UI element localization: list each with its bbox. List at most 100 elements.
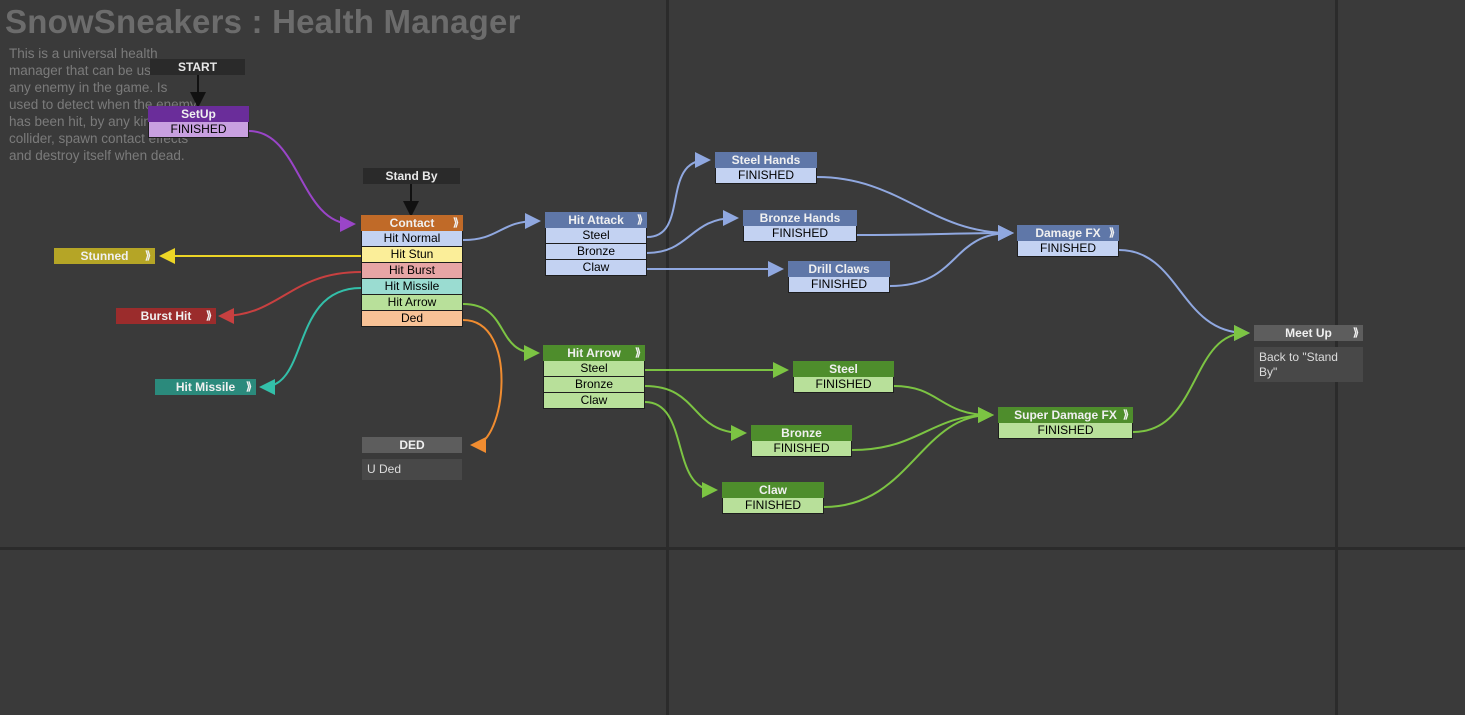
- state-burst-hit[interactable]: Burst Hit ⟫: [116, 308, 216, 324]
- state-damage-fx-title: Damage FX: [1035, 226, 1101, 240]
- state-hit-attack[interactable]: Hit Attack ⟫ Steel Bronze Claw: [545, 212, 647, 276]
- grid-line-horizontal: [0, 547, 1465, 550]
- wire-arrow-bronze: [644, 385, 747, 441]
- wire-bronze-sfx: [851, 407, 994, 451]
- state-super-damage-fx[interactable]: Super Damage FX ⟫ FINISHED: [998, 407, 1133, 439]
- wire-attack-steel: [646, 152, 711, 238]
- state-hit-missile[interactable]: Hit Missile ⟫: [155, 379, 256, 395]
- wire-steel-sfx: [893, 385, 994, 423]
- event-ded[interactable]: Ded: [361, 311, 463, 327]
- global-arrow-icon: ⟫: [205, 310, 212, 322]
- event-bronze[interactable]: Bronze: [545, 244, 647, 260]
- wire-hitburst: [218, 271, 362, 324]
- state-claw-header[interactable]: Claw: [722, 482, 824, 498]
- event-finished[interactable]: FINISHED: [788, 277, 890, 293]
- event-hit-missile[interactable]: Hit Missile: [361, 279, 463, 295]
- global-arrow-icon: ⟫: [636, 214, 643, 226]
- state-burst-hit-title: Burst Hit: [140, 309, 192, 323]
- event-hit-arrow[interactable]: Hit Arrow: [361, 295, 463, 311]
- state-hit-missile-header[interactable]: Hit Missile ⟫: [155, 379, 256, 395]
- state-meet-up-note: Back to "Stand By": [1254, 347, 1363, 382]
- state-burst-hit-header[interactable]: Burst Hit ⟫: [116, 308, 216, 324]
- event-hit-normal[interactable]: Hit Normal: [361, 231, 463, 247]
- state-hit-attack-title: Hit Attack: [568, 213, 624, 227]
- state-super-damage-fx-title: Super Damage FX: [1014, 408, 1117, 422]
- state-meet-up-header[interactable]: Meet Up ⟫: [1254, 325, 1363, 341]
- event-finished[interactable]: FINISHED: [715, 168, 817, 184]
- wire-ded: [462, 319, 503, 453]
- event-hit-stun[interactable]: Hit Stun: [361, 247, 463, 263]
- wire-hitnormal: [462, 213, 541, 241]
- state-meet-up-title: Meet Up: [1285, 326, 1332, 340]
- wire-claw-sfx: [823, 407, 994, 508]
- state-hit-attack-header[interactable]: Hit Attack ⟫: [545, 212, 647, 228]
- global-arrow-icon: ⟫: [1352, 327, 1359, 339]
- event-hit-burst[interactable]: Hit Burst: [361, 263, 463, 279]
- wire-steelhands-fx: [816, 176, 1014, 241]
- wire-arrow-claw: [644, 401, 718, 498]
- state-damage-fx-header[interactable]: Damage FX ⟫: [1017, 225, 1119, 241]
- state-drill-claws-header[interactable]: Drill Claws: [788, 261, 890, 277]
- wire-hitarrow: [462, 303, 540, 361]
- state-setup-header[interactable]: SetUp: [148, 106, 249, 122]
- state-damage-fx[interactable]: Damage FX ⟫ FINISHED: [1017, 225, 1119, 257]
- event-steel[interactable]: Steel: [543, 361, 645, 377]
- event-steel[interactable]: Steel: [545, 228, 647, 244]
- event-bronze[interactable]: Bronze: [543, 377, 645, 393]
- wire-sfx-meetup: [1132, 325, 1250, 433]
- wire-hitmissile: [259, 287, 362, 395]
- graph-description: This is a universal health manager that …: [9, 46, 197, 163]
- event-claw[interactable]: Claw: [545, 260, 647, 276]
- state-setup[interactable]: SetUp FINISHED: [148, 106, 249, 138]
- state-ded-header[interactable]: DED: [362, 437, 462, 453]
- global-arrow-icon: ⟫: [245, 381, 252, 393]
- state-stunned-title: Stunned: [80, 249, 129, 263]
- state-ded-note: U Ded: [362, 459, 462, 480]
- global-arrow-icon: ⟫: [1122, 409, 1129, 421]
- event-finished[interactable]: FINISHED: [722, 498, 824, 514]
- state-claw[interactable]: Claw FINISHED: [722, 482, 824, 514]
- state-bronze-hands-header[interactable]: Bronze Hands: [743, 210, 857, 226]
- state-contact-header[interactable]: Contact ⟫: [361, 215, 463, 231]
- wire-bronzehands-fx: [856, 225, 1014, 242]
- state-steel-hands-header[interactable]: Steel Hands: [715, 152, 817, 168]
- state-stunned-header[interactable]: Stunned ⟫: [54, 248, 155, 264]
- event-claw[interactable]: Claw: [543, 393, 645, 409]
- state-contact[interactable]: Contact ⟫ Hit Normal Hit Stun Hit Burst H…: [361, 215, 463, 327]
- event-finished[interactable]: FINISHED: [751, 441, 852, 457]
- event-finished[interactable]: FINISHED: [998, 423, 1133, 439]
- graph-title: SnowSneakers : Health Manager: [5, 3, 521, 40]
- event-finished[interactable]: FINISHED: [793, 377, 894, 393]
- state-hit-arrow-title: Hit Arrow: [567, 346, 621, 360]
- state-steel[interactable]: Steel FINISHED: [793, 361, 894, 393]
- wire-fx-meetup: [1118, 249, 1250, 341]
- state-stunned[interactable]: Stunned ⟫: [54, 248, 155, 264]
- wire-attack-bronze: [646, 210, 739, 254]
- event-finished[interactable]: FINISHED: [743, 226, 857, 242]
- state-steel-header[interactable]: Steel: [793, 361, 894, 377]
- global-arrow-icon: ⟫: [144, 250, 151, 262]
- global-transition-stand-by[interactable]: Stand By: [363, 168, 460, 184]
- global-arrow-icon: ⟫: [452, 217, 459, 229]
- global-transition-start[interactable]: START: [150, 59, 245, 75]
- state-bronze[interactable]: Bronze FINISHED: [751, 425, 852, 457]
- wire-drillclaws-fx: [889, 225, 1014, 287]
- state-ded[interactable]: DED: [362, 437, 462, 453]
- wire-setup-contact: [248, 130, 356, 232]
- state-super-damage-fx-header[interactable]: Super Damage FX ⟫: [998, 407, 1133, 423]
- grid-line-vertical: [666, 0, 669, 715]
- state-hit-arrow-header[interactable]: Hit Arrow ⟫: [543, 345, 645, 361]
- state-bronze-hands[interactable]: Bronze Hands FINISHED: [743, 210, 857, 242]
- state-bronze-header[interactable]: Bronze: [751, 425, 852, 441]
- state-hit-missile-title: Hit Missile: [175, 380, 236, 394]
- state-contact-title: Contact: [389, 216, 435, 230]
- global-arrow-icon: ⟫: [1108, 227, 1115, 239]
- global-arrow-icon: ⟫: [634, 347, 641, 359]
- state-meet-up[interactable]: Meet Up ⟫: [1254, 325, 1363, 341]
- state-hit-arrow[interactable]: Hit Arrow ⟫ Steel Bronze Claw: [543, 345, 645, 409]
- event-finished[interactable]: FINISHED: [148, 122, 249, 138]
- event-finished[interactable]: FINISHED: [1017, 241, 1119, 257]
- state-steel-hands[interactable]: Steel Hands FINISHED: [715, 152, 817, 184]
- state-drill-claws[interactable]: Drill Claws FINISHED: [788, 261, 890, 293]
